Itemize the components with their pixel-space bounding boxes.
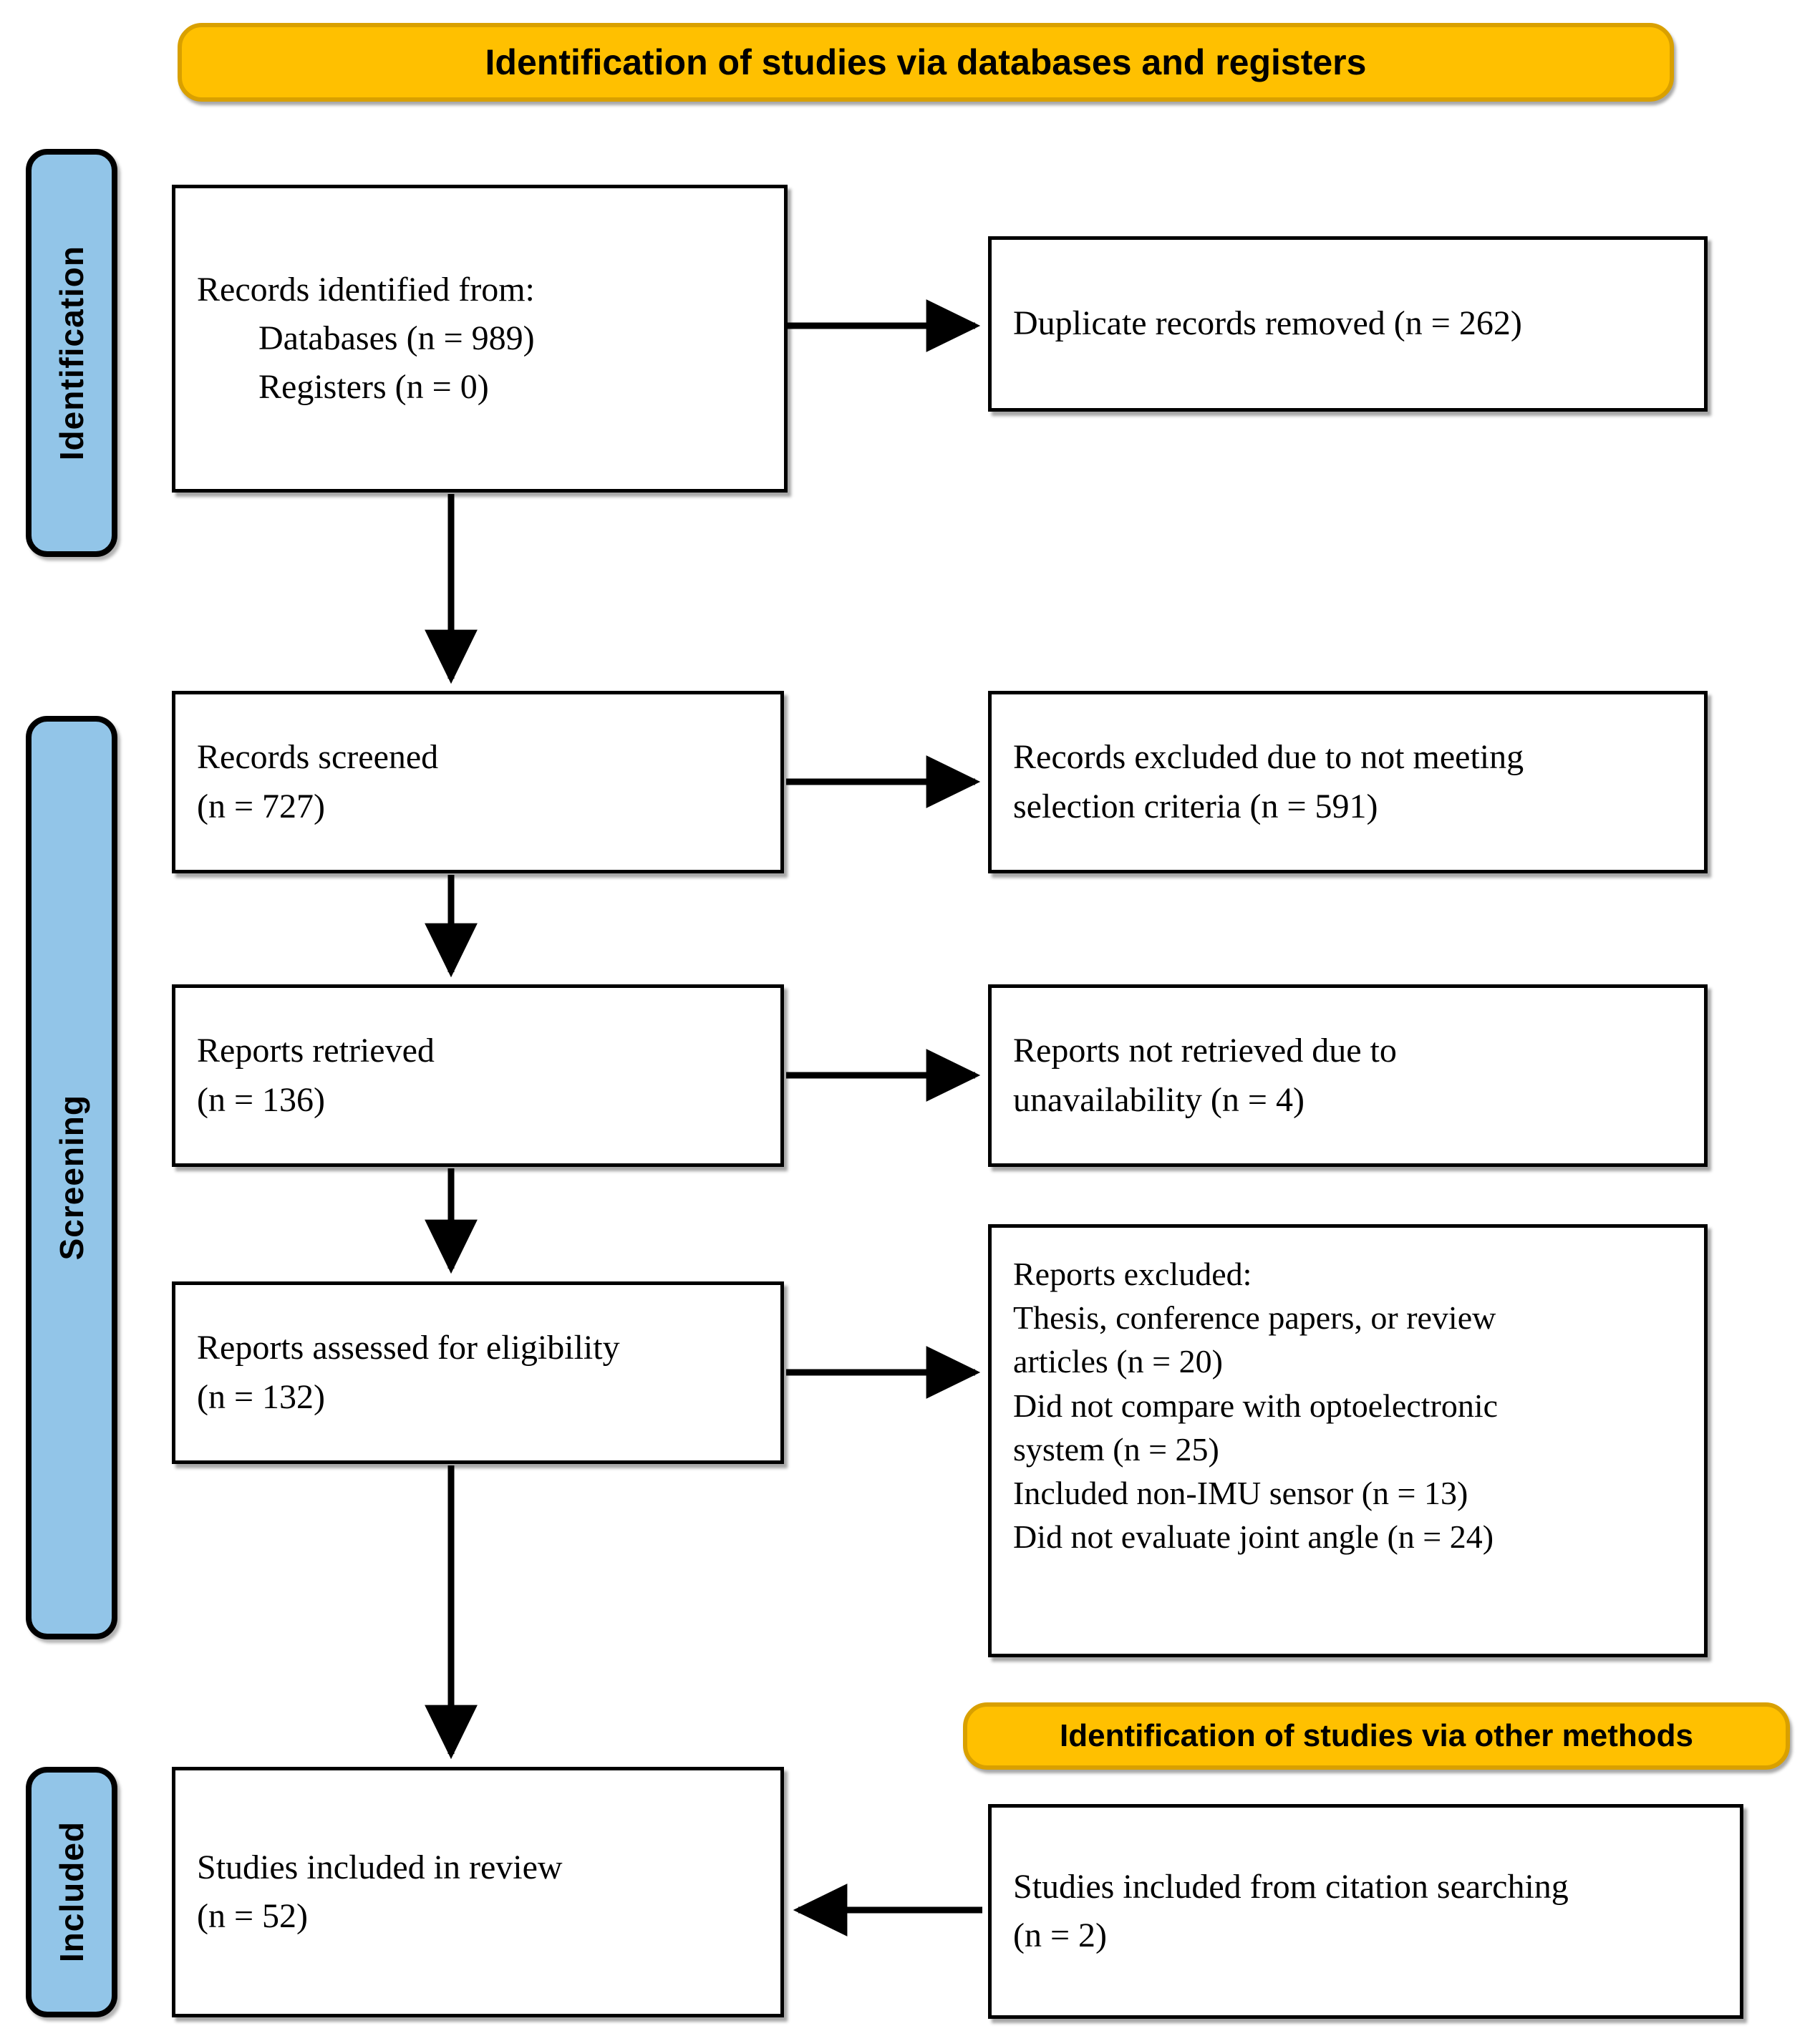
records-identified-registers: Registers (n = 0) bbox=[258, 368, 489, 407]
box-records-screened: Records screened (n = 727) bbox=[172, 691, 784, 873]
box-reports-assessed-eligibility: Reports assessed for eligibility (n = 13… bbox=[172, 1281, 784, 1464]
banner-other-methods-label: Identification of studies via other meth… bbox=[1060, 1718, 1693, 1753]
reports-excluded-reason2-line2: system (n = 25) bbox=[1013, 1430, 1219, 1468]
citation-searching-title: Studies included from citation searching bbox=[1013, 1867, 1569, 1906]
reports-excluded-reason2-line1: Did not compare with optoelectronic bbox=[1013, 1387, 1499, 1424]
reports-retrieved-title: Reports retrieved bbox=[197, 1032, 435, 1070]
reports-excluded-title: Reports excluded: bbox=[1013, 1256, 1252, 1292]
stage-label-identification: Identification bbox=[26, 149, 117, 557]
records-screened-count: (n = 727) bbox=[197, 787, 326, 825]
citation-searching-count: (n = 2) bbox=[1013, 1916, 1108, 1954]
box-duplicate-records-removed: Duplicate records removed (n = 262) bbox=[988, 236, 1708, 412]
stage-identification-text: Identification bbox=[53, 245, 90, 461]
reports-not-retrieved-line1: Reports not retrieved due to bbox=[1013, 1032, 1397, 1070]
stage-label-screening: Screening bbox=[26, 716, 117, 1639]
box-reports-not-retrieved: Reports not retrieved due to unavailabil… bbox=[988, 984, 1708, 1167]
records-identified-title: Records identified from: bbox=[197, 270, 535, 309]
banner-identification-other-methods: Identification of studies via other meth… bbox=[963, 1702, 1790, 1770]
records-screened-title: Records screened bbox=[197, 738, 439, 777]
duplicate-records-text: Duplicate records removed (n = 262) bbox=[1013, 304, 1522, 343]
box-records-excluded: Records excluded due to not meeting sele… bbox=[988, 691, 1708, 873]
studies-included-count: (n = 52) bbox=[197, 1897, 309, 1935]
stage-screening-text: Screening bbox=[53, 1095, 90, 1261]
reports-excluded-reason3: Included non-IMU sensor (n = 13) bbox=[1013, 1474, 1468, 1511]
box-studies-included-review: Studies included in review (n = 52) bbox=[172, 1767, 784, 2017]
banner-databases-label: Identification of studies via databases … bbox=[485, 42, 1367, 82]
box-records-identified: Records identified from: Databases (n = … bbox=[172, 185, 788, 493]
reports-not-retrieved-line2: unavailability (n = 4) bbox=[1013, 1080, 1305, 1119]
reports-excluded-reason1-line1: Thesis, conference papers, or review bbox=[1013, 1299, 1496, 1337]
box-reports-retrieved: Reports retrieved (n = 136) bbox=[172, 984, 784, 1167]
reports-excluded-reason4: Did not evaluate joint angle (n = 24) bbox=[1013, 1518, 1494, 1556]
stage-label-included: Included bbox=[26, 1767, 117, 2017]
studies-included-title: Studies included in review bbox=[197, 1848, 563, 1886]
reports-retrieved-count: (n = 136) bbox=[197, 1080, 326, 1119]
records-excluded-line1: Records excluded due to not meeting bbox=[1013, 738, 1524, 777]
records-identified-databases: Databases (n = 989) bbox=[258, 319, 535, 357]
box-reports-excluded: Reports excluded: Thesis, conference pap… bbox=[988, 1224, 1708, 1657]
box-studies-from-citation-searching: Studies included from citation searching… bbox=[988, 1804, 1743, 2019]
reports-eligibility-title: Reports assessed for eligibility bbox=[197, 1329, 620, 1367]
reports-excluded-reason1-line2: articles (n = 20) bbox=[1013, 1343, 1223, 1380]
reports-eligibility-count: (n = 132) bbox=[197, 1377, 326, 1416]
records-excluded-line2: selection criteria (n = 591) bbox=[1013, 787, 1378, 825]
stage-included-text: Included bbox=[53, 1821, 90, 1963]
banner-identification-databases: Identification of studies via databases … bbox=[178, 23, 1674, 102]
